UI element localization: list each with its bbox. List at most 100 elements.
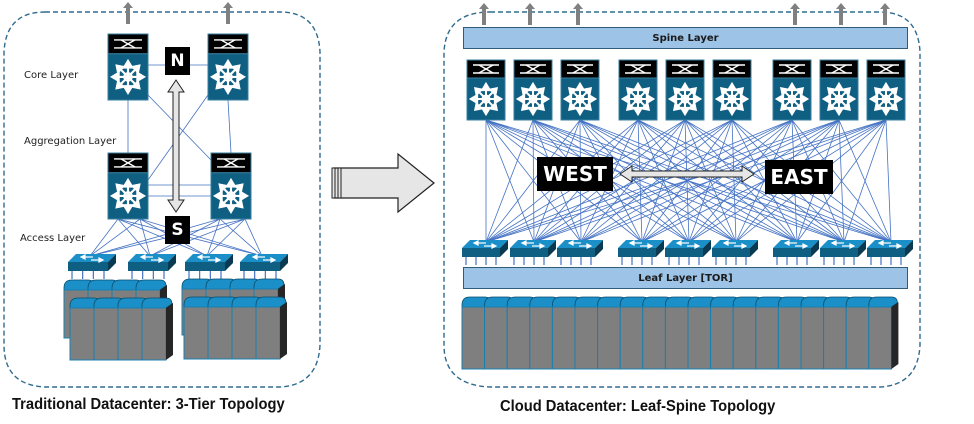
spine-leaf-link (641, 119, 887, 243)
spine-leaf-link (579, 119, 737, 243)
starburst-icon (621, 82, 655, 116)
leaf-layer-band: Leaf Layer [TOR] (463, 267, 908, 289)
spine-leaf-link (843, 119, 887, 243)
spine-leaf-link (485, 119, 535, 243)
uplink-arrow-icon (479, 3, 489, 25)
north-label: N (165, 47, 190, 75)
agg-access-link (117, 218, 263, 257)
leaf-switch (712, 240, 758, 265)
uplink-arrow-icon (573, 3, 583, 25)
server-rack (69, 297, 101, 361)
crossbar-icon (217, 158, 245, 168)
leaf-switch (773, 240, 819, 265)
server-rack (255, 296, 287, 360)
east-label: EAST (765, 160, 833, 194)
starburst-icon (822, 82, 856, 116)
south-label: S (165, 216, 190, 244)
server-rack (845, 296, 876, 370)
agg-access-link (219, 218, 263, 257)
server-rack (597, 296, 627, 370)
spine-leaf-link (485, 119, 534, 243)
spine-switch (712, 59, 752, 121)
spine-leaf-link (579, 119, 892, 243)
server-rack (664, 296, 695, 370)
crossbar-icon (473, 64, 499, 74)
server-rack (755, 296, 785, 370)
spine-leaf-link (579, 119, 845, 243)
crossbar-icon (520, 64, 546, 74)
starburst-icon (668, 82, 702, 116)
uplink-arrow-icon (223, 2, 233, 24)
agg-access-link (149, 218, 246, 257)
spine-leaf-link (641, 119, 840, 243)
bidirectional-arrows-icon (830, 240, 856, 249)
leaf-switch (618, 240, 664, 265)
leaf-switch (665, 240, 711, 265)
spine-leaf-link (641, 119, 793, 243)
bidirectional-arrows-icon (79, 254, 105, 263)
spine-leaf-link (580, 119, 887, 243)
right-panel-dashed-frame (443, 11, 921, 388)
right-caption: Cloud Datacenter: Leaf-Spine Topology (500, 398, 776, 415)
spine-switch (513, 59, 553, 121)
crossbar-icon (214, 39, 242, 49)
starburst-icon (213, 178, 249, 213)
spine-switch (466, 59, 506, 121)
bidirectional-arrows-icon (196, 254, 222, 263)
server-rack (710, 296, 740, 370)
west-east-arrow-icon (619, 165, 755, 183)
spine-switch (819, 59, 859, 121)
leaf-switch (462, 240, 508, 265)
spine-leaf-link (533, 119, 733, 243)
server-rack (868, 296, 899, 370)
server-rack (687, 296, 718, 370)
crossbar-icon (672, 64, 698, 74)
core-switch (207, 33, 249, 101)
leaf-switch (510, 240, 556, 265)
starburst-icon (869, 82, 903, 116)
spine-leaf-link (579, 119, 690, 243)
spine-leaf-link (485, 119, 793, 243)
leaf-switch (867, 240, 913, 265)
agg-access-link (117, 218, 151, 257)
core-agg-link (227, 99, 232, 154)
server-rack (551, 296, 582, 370)
uplink-arrow-icon (123, 2, 133, 24)
spine-layer-band: Spine Layer (463, 27, 908, 49)
spine-leaf-link (533, 119, 887, 243)
starburst-icon (110, 178, 146, 213)
spine-leaf-link (485, 119, 581, 243)
uplink-arrow-icon (790, 3, 800, 25)
access-switch (185, 254, 233, 279)
uplink-arrow-icon (836, 3, 846, 25)
bidirectional-arrows-icon (783, 240, 809, 249)
core-layer-label: Core Layer (24, 70, 79, 81)
bidirectional-arrows-icon (251, 254, 277, 263)
leaf-switch (557, 240, 603, 265)
agg-access-link (89, 218, 119, 257)
spine-leaf-link (485, 119, 840, 243)
server-rack (529, 296, 559, 370)
starburst-icon (469, 82, 503, 116)
server-rack (732, 296, 763, 370)
bidirectional-arrows-icon (722, 240, 748, 249)
leaf-switch (820, 240, 866, 265)
bidirectional-arrows-icon (567, 240, 593, 249)
crossbar-icon (826, 64, 852, 74)
spine-leaf-link (580, 119, 733, 243)
starburst-icon (775, 82, 809, 116)
agg-access-link (206, 218, 221, 257)
server-rack (800, 296, 831, 370)
starburst-icon (715, 82, 749, 116)
core-switch (107, 33, 149, 101)
spine-switch (866, 59, 906, 121)
server-rack (141, 297, 173, 361)
server-rack (183, 296, 215, 360)
aggregation-layer-label: Aggregation Layer (24, 136, 117, 147)
agg-access-link (206, 218, 246, 257)
crossbar-icon (114, 39, 142, 49)
crossbar-icon (625, 64, 651, 74)
server-rack (506, 296, 537, 370)
west-label: WEST (537, 157, 613, 191)
spine-switch (618, 59, 658, 121)
